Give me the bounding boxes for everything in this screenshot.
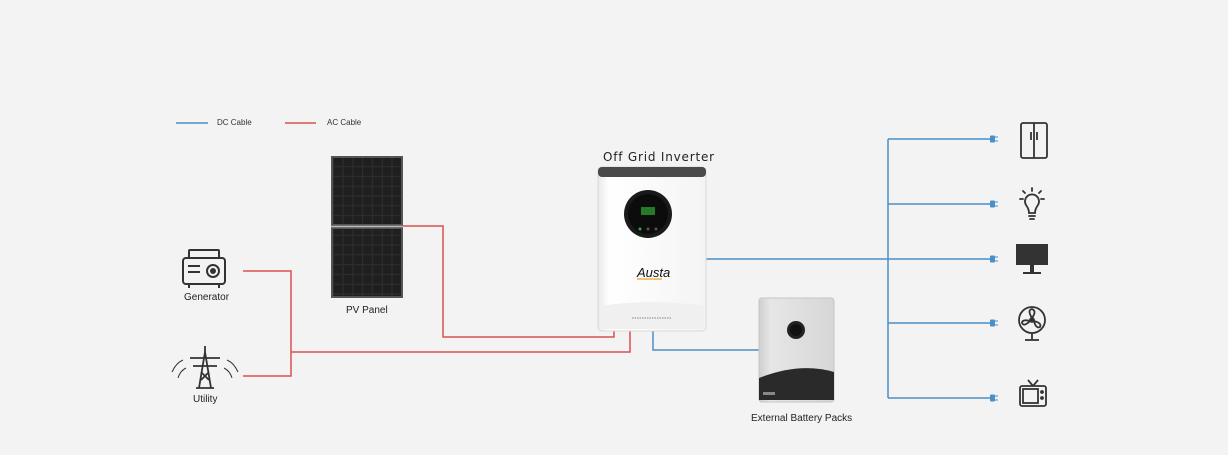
tv-icon (1019, 379, 1047, 407)
ac-cables (243, 225, 631, 377)
inverter-brand-text: Austa (636, 265, 670, 280)
dc-cable-legend-label: DC Cable (217, 118, 252, 127)
fan-icon (1018, 306, 1046, 341)
utility-label: Utility (193, 394, 218, 405)
battery-image (758, 297, 835, 403)
inverter-image: Austa (597, 166, 707, 332)
generator-icon (182, 249, 226, 288)
utility-tower-icon (171, 346, 239, 389)
dc-cables (652, 138, 990, 399)
ac-cable-legend-label: AC Cable (327, 118, 362, 127)
inverter-title: Off Grid Inverter (603, 150, 715, 164)
battery-label: External Battery Packs (751, 413, 853, 424)
pv-panel-image (331, 156, 403, 298)
refrigerator-icon (1020, 122, 1048, 159)
light-bulb-icon (1019, 187, 1045, 220)
monitor-icon (1016, 244, 1048, 274)
plug-icons (990, 135, 998, 402)
generator-label: Generator (184, 292, 230, 303)
pv-panel-label: PV Panel (346, 305, 388, 316)
